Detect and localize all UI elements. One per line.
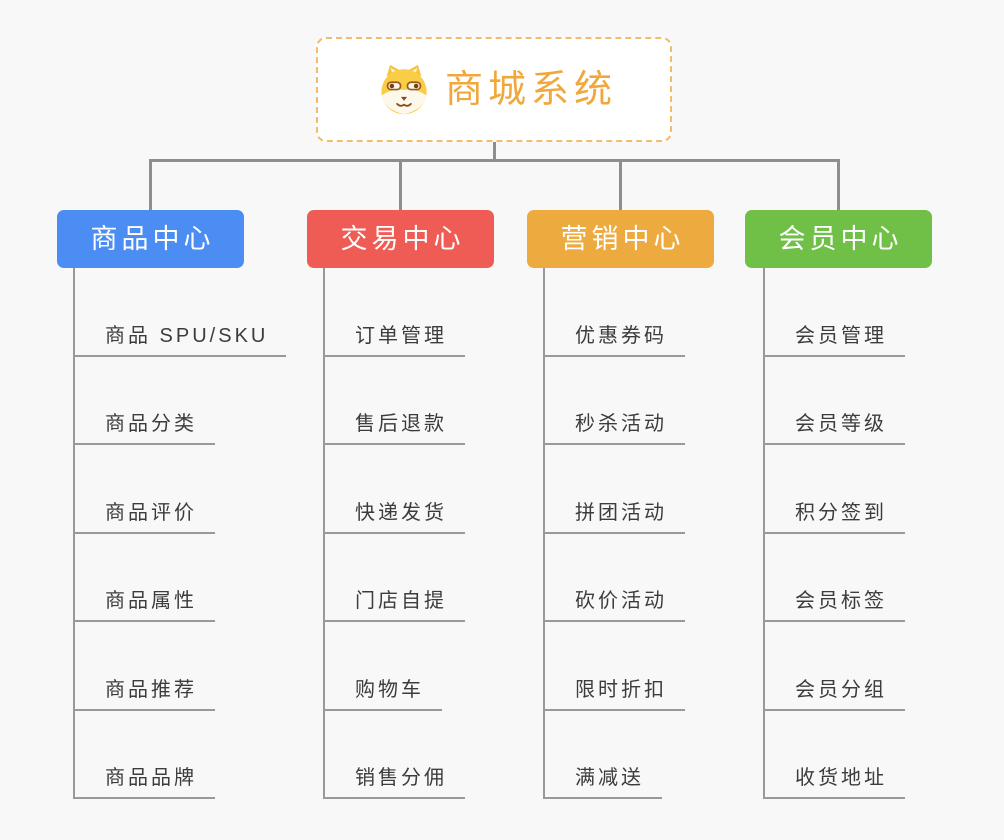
topic-item[interactable]: 商品品牌 (75, 711, 215, 799)
branch-label: 会员中心 (778, 223, 903, 254)
connector-bus (149, 159, 840, 162)
branch-items-member-center: 会员管理 会员等级 积分签到 会员标签 会员分组 收货地址 (763, 268, 905, 799)
branch-header-product-center[interactable]: 商品中心 (57, 210, 244, 268)
connector-drop-product (149, 159, 152, 210)
topic-item[interactable]: 商品 SPU/SKU (75, 268, 287, 357)
connector-drop-marketing (619, 159, 622, 210)
topic-item[interactable]: 商品推荐 (75, 622, 215, 711)
topic-item[interactable]: 积分签到 (765, 445, 905, 534)
topic-item[interactable]: 优惠券码 (545, 268, 685, 357)
branch-label: 营销中心 (560, 223, 685, 254)
topic-item[interactable]: 门店自提 (325, 534, 465, 622)
branch-header-marketing-center[interactable]: 营销中心 (527, 210, 714, 268)
topic-item[interactable]: 砍价活动 (545, 534, 685, 622)
topic-item[interactable]: 订单管理 (325, 268, 465, 357)
branch-label: 交易中心 (340, 223, 465, 254)
topic-item[interactable]: 购物车 (325, 622, 442, 711)
branch-header-member-center[interactable]: 会员中心 (745, 210, 932, 268)
topic-item[interactable]: 拼团活动 (545, 445, 685, 534)
branch-label: 商品中心 (90, 223, 215, 254)
topic-item[interactable]: 会员标签 (765, 534, 905, 622)
topic-item[interactable]: 秒杀活动 (545, 357, 685, 445)
root-topic-mall-system[interactable]: 商城系统 (316, 37, 672, 142)
topic-item[interactable]: 限时折扣 (545, 622, 685, 711)
branch-items-trade-center: 订单管理 售后退款 快递发货 门店自提 购物车 销售分佣 (323, 268, 465, 799)
topic-item[interactable]: 商品属性 (75, 534, 215, 622)
topic-item[interactable]: 快递发货 (325, 445, 465, 534)
topic-item[interactable]: 售后退款 (325, 357, 465, 445)
branch-items-marketing-center: 优惠券码 秒杀活动 拼团活动 砍价活动 限时折扣 满减送 (543, 268, 685, 799)
topic-item[interactable]: 销售分佣 (325, 711, 465, 799)
root-title: 商城系统 (444, 68, 617, 111)
topic-item[interactable]: 商品分类 (75, 357, 215, 445)
topic-item[interactable]: 收货地址 (765, 711, 905, 799)
connector-drop-member (837, 159, 840, 210)
topic-item[interactable]: 商品评价 (75, 445, 215, 534)
connector-drop-trade (399, 159, 402, 210)
branch-header-trade-center[interactable]: 交易中心 (307, 210, 494, 268)
topic-item[interactable]: 会员管理 (765, 268, 905, 357)
branch-items-product-center: 商品 SPU/SKU 商品分类 商品评价 商品属性 商品推荐 商品品牌 (73, 268, 287, 799)
connector-root-stem (493, 140, 496, 161)
topic-item[interactable]: 会员分组 (765, 622, 905, 711)
dog-face-icon (381, 64, 427, 114)
topic-item[interactable]: 会员等级 (765, 357, 905, 445)
topic-item[interactable]: 满减送 (545, 711, 662, 799)
